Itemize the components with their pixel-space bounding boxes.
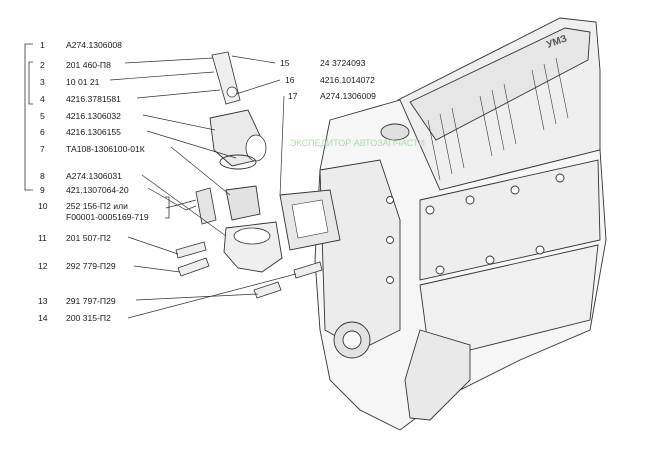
callout-number: 7 — [40, 144, 45, 154]
sensor-part-10 — [195, 187, 217, 225]
callout-number: 14 — [38, 313, 48, 323]
thermostat-part-7 — [225, 185, 261, 221]
callout-number: 4 — [40, 94, 45, 104]
gasket-ring-part-6 — [219, 154, 257, 170]
callout-part-number: 201 507-П2 — [66, 233, 111, 243]
bolt-part-13 — [253, 281, 282, 299]
callout-part-number: 24 3724093 — [320, 58, 366, 68]
callout-part-number: А274.1306031 — [66, 171, 122, 181]
callout-part-number: 4216.3781581 — [66, 94, 121, 104]
callout-part-number: 201 460-П8 — [66, 60, 111, 70]
callout-number: 15 — [280, 58, 290, 68]
bolt-part-12 — [177, 257, 210, 277]
callout-number: 11 — [38, 233, 47, 243]
callout-part-number: 292 779-П29 — [66, 261, 116, 271]
callout-number: 13 — [38, 296, 48, 306]
callout-part-number: ТА108-1306100-01К — [66, 144, 145, 154]
callout-part-number: 291 797-П29 — [66, 296, 116, 306]
callout-number: 9 — [40, 185, 45, 195]
group-bracket-2-4 — [28, 61, 33, 105]
callout-part-number: 10 01 21 — [66, 77, 100, 87]
engine-block — [314, 17, 607, 431]
callout-part-number: 421.1307064-20 — [66, 185, 129, 195]
bolt-part-11 — [175, 241, 207, 259]
callout-part-number: А274.1306009 — [320, 91, 376, 101]
callout-number: 16 — [285, 75, 295, 85]
callout-number: 2 — [40, 60, 45, 70]
callout-number: 17 — [288, 91, 298, 101]
stud-part-14 — [293, 261, 323, 279]
callout-part-number: А274.1306008 — [66, 40, 122, 50]
callout-number: 10 — [38, 201, 48, 211]
group-bracket-1-9 — [24, 43, 33, 191]
callout-part-number: 200 315-П2 — [66, 313, 111, 323]
callout-part-number: 4216.1306032 — [66, 111, 121, 121]
callout-part-number: 4216.1306155 — [66, 127, 121, 137]
callout-number: 1 — [40, 40, 45, 50]
bracket-part-15 — [211, 51, 241, 105]
callout-number: 12 — [38, 261, 48, 271]
callout-number: 6 — [40, 127, 45, 137]
callout-number: 8 — [40, 171, 45, 181]
callout-part-number: 252 156-П2 или — [66, 201, 128, 211]
callout-part-number-alt: F00001-0005169-719 — [66, 212, 149, 222]
watermark: ЭКСПЕДИТОР АВТОЗАПЧАСТИ — [290, 138, 425, 148]
callout-number: 3 — [40, 77, 45, 87]
callout-number: 5 — [40, 111, 45, 121]
callout-part-number: 4216.1014072 — [320, 75, 375, 85]
